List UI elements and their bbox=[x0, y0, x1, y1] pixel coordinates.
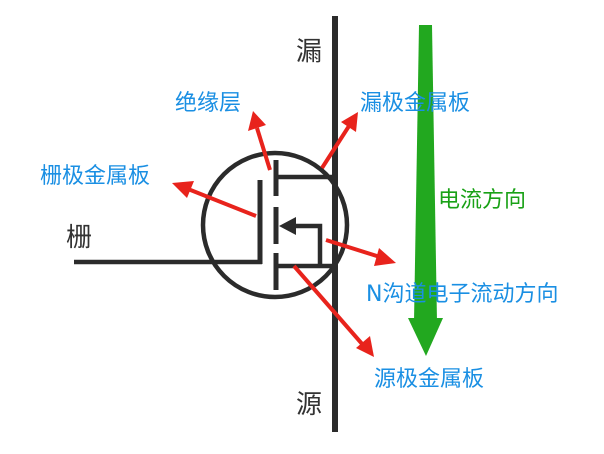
electron-flow-arrow bbox=[325, 238, 396, 266]
body-connector bbox=[287, 223, 323, 266]
gate-metal-plate-label: 栅极金属板 bbox=[40, 164, 150, 189]
current-direction-arrow bbox=[408, 25, 443, 356]
mosfet-circle bbox=[200, 150, 350, 300]
drain-metal-plate-label: 漏极金属板 bbox=[360, 91, 470, 116]
mosfet-symbol bbox=[74, 150, 350, 300]
gate-label: 栅 bbox=[66, 223, 92, 253]
source-metal-plate-arrow bbox=[292, 264, 374, 357]
insulation-layer-label: 绝缘层 bbox=[175, 91, 241, 116]
pointer-arrows bbox=[172, 111, 396, 357]
source-label: 源 bbox=[296, 390, 322, 420]
electron-flow-label: N沟道电子流动方向 bbox=[366, 282, 558, 307]
drain-metal-plate-arrow bbox=[320, 112, 358, 170]
drain-label: 漏 bbox=[296, 37, 322, 67]
gate-metal-plate-arrow bbox=[172, 181, 257, 218]
insulation-layer-arrow bbox=[248, 111, 272, 171]
body-arrow-head bbox=[279, 217, 296, 235]
current-direction-label: 电流方向 bbox=[438, 188, 526, 213]
source-metal-plate-label: 源极金属板 bbox=[374, 367, 484, 392]
